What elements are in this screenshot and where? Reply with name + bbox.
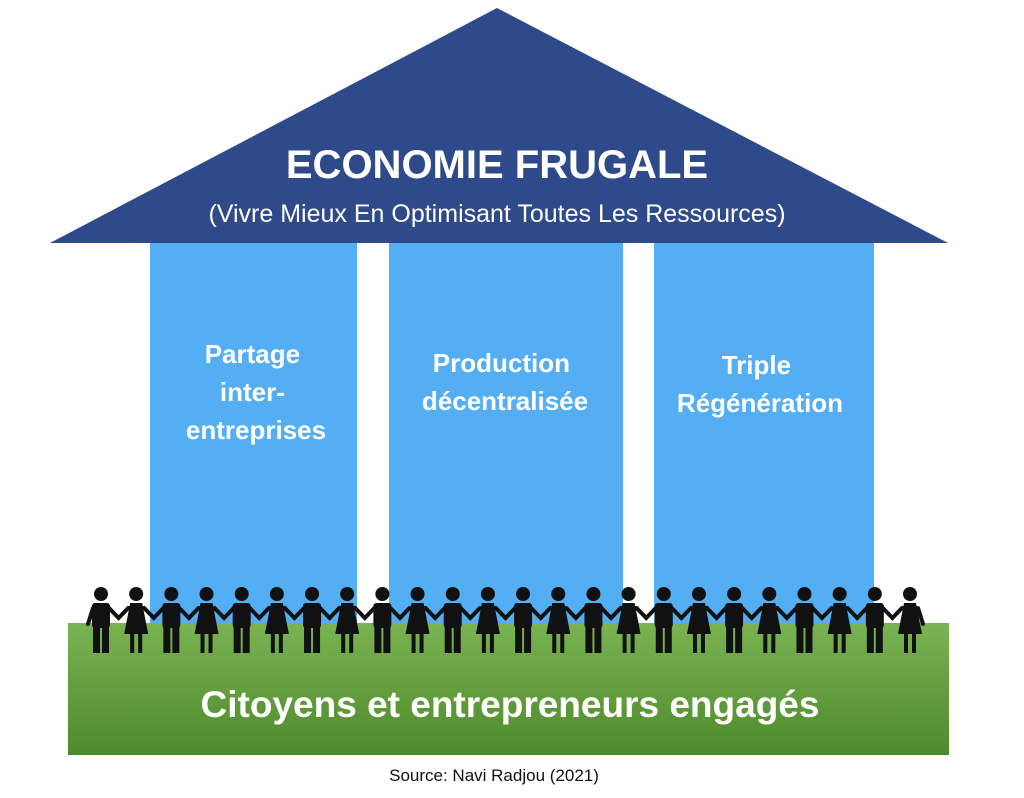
person-icon: [654, 587, 673, 653]
joined-hands-icon: [845, 606, 869, 621]
person-icon: [865, 587, 884, 653]
person-icon: [405, 587, 430, 653]
joined-hands-icon: [740, 606, 764, 621]
joined-hands-icon: [599, 606, 623, 621]
person-icon: [335, 587, 360, 653]
person-icon: [92, 587, 110, 653]
joined-hands-icon: [775, 606, 799, 621]
person-icon: [584, 587, 603, 653]
joined-hands-icon: [282, 606, 307, 621]
joined-hands-icon: [564, 606, 588, 621]
roof-title: ECONOMIE FRUGALE: [286, 143, 708, 187]
person-icon: [232, 587, 251, 653]
person-icon: [443, 587, 462, 653]
person-icon: [546, 587, 571, 653]
joined-hands-icon: [388, 606, 412, 621]
person-icon: [898, 587, 922, 653]
person-icon: [162, 587, 181, 653]
pillars: Partage inter- entreprises Production dé…: [150, 243, 874, 643]
person-icon: [616, 587, 641, 653]
person-icon: [303, 587, 322, 653]
pillar-2: [389, 243, 623, 643]
arm-icon: [86, 606, 95, 626]
joined-hands-icon: [212, 606, 236, 621]
person-icon: [475, 587, 500, 653]
ground-label: Citoyens et entrepreneurs engagés: [201, 684, 820, 725]
joined-hands-icon: [177, 606, 201, 621]
joined-hands-icon: [704, 606, 729, 621]
pillar-3-label: Triple Régénération: [677, 350, 843, 418]
person-icon: [725, 587, 744, 653]
roof-subtitle: (Vivre Mieux En Optimisant Toutes Les Re…: [208, 200, 785, 228]
people-row: [86, 587, 925, 653]
person-icon: [194, 587, 219, 653]
joined-hands-icon: [353, 606, 377, 621]
joined-hands-icon: [880, 606, 904, 621]
pillar-1-label: Partage inter- entreprises: [186, 339, 326, 445]
joined-hands-icon: [669, 606, 693, 621]
source-caption: Source: Navi Radjou (2021): [389, 766, 599, 785]
pillar-3: [654, 243, 874, 643]
roof-triangle: [50, 8, 948, 243]
arm-icon: [916, 606, 925, 626]
person-icon: [795, 587, 814, 653]
person-icon: [264, 587, 289, 653]
person-icon: [514, 587, 533, 653]
joined-hands-icon: [634, 606, 658, 621]
joined-hands-icon: [247, 606, 271, 621]
joined-hands-icon: [458, 606, 482, 621]
joined-hands-icon: [318, 606, 342, 621]
joined-hands-icon: [529, 606, 553, 621]
joined-hands-icon: [493, 606, 518, 621]
person-icon: [827, 587, 852, 653]
person-icon: [124, 587, 149, 653]
person-icon: [686, 587, 711, 653]
joined-hands-icon: [142, 606, 166, 621]
joined-hands-icon: [107, 606, 131, 621]
pillar-1: [150, 243, 357, 643]
joined-hands-icon: [810, 606, 834, 621]
pillar-2-label: Production décentralisée: [422, 348, 588, 416]
person-icon: [757, 587, 782, 653]
joined-hands-icon: [423, 606, 447, 621]
person-icon: [373, 587, 392, 653]
